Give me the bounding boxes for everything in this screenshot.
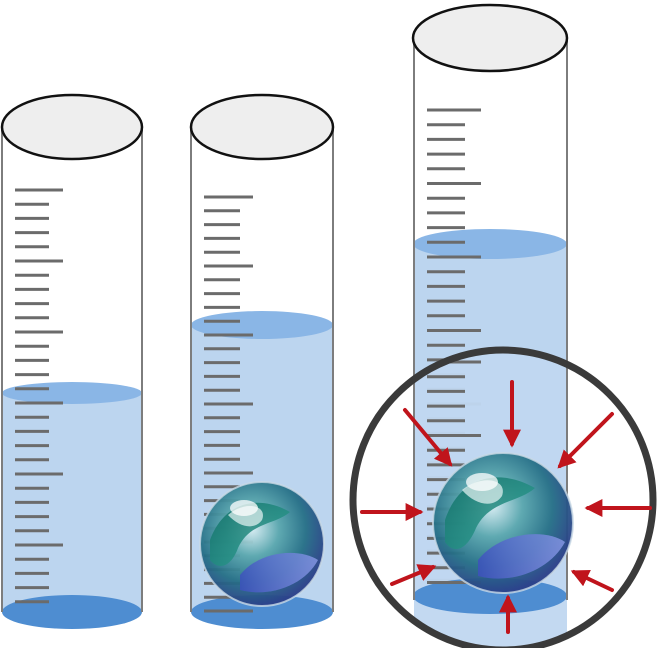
water-column <box>2 393 142 628</box>
magnifier-ring <box>349 346 657 648</box>
glass-marble-icon <box>199 481 325 607</box>
cylinder-1 <box>0 93 144 629</box>
cylinder-2 <box>189 93 335 629</box>
water-surface <box>191 311 333 339</box>
magnifier <box>349 346 657 648</box>
pressure-arrow-icon <box>390 564 437 586</box>
glass-marble-icon <box>432 452 574 594</box>
water-surface <box>413 229 567 259</box>
pressure-arrow-icon <box>403 408 453 467</box>
water-bottom <box>191 595 333 629</box>
pressure-arrow-icon <box>570 570 614 592</box>
water-bottom <box>2 595 142 629</box>
cylinder-cap <box>189 93 335 161</box>
graduation-marks <box>15 188 63 604</box>
water-surface <box>2 382 142 404</box>
pressure-arrow-icon <box>557 412 614 469</box>
cylinder-cap <box>411 3 569 73</box>
pressure-arrows <box>360 380 652 634</box>
cylinder-cap <box>0 93 144 161</box>
